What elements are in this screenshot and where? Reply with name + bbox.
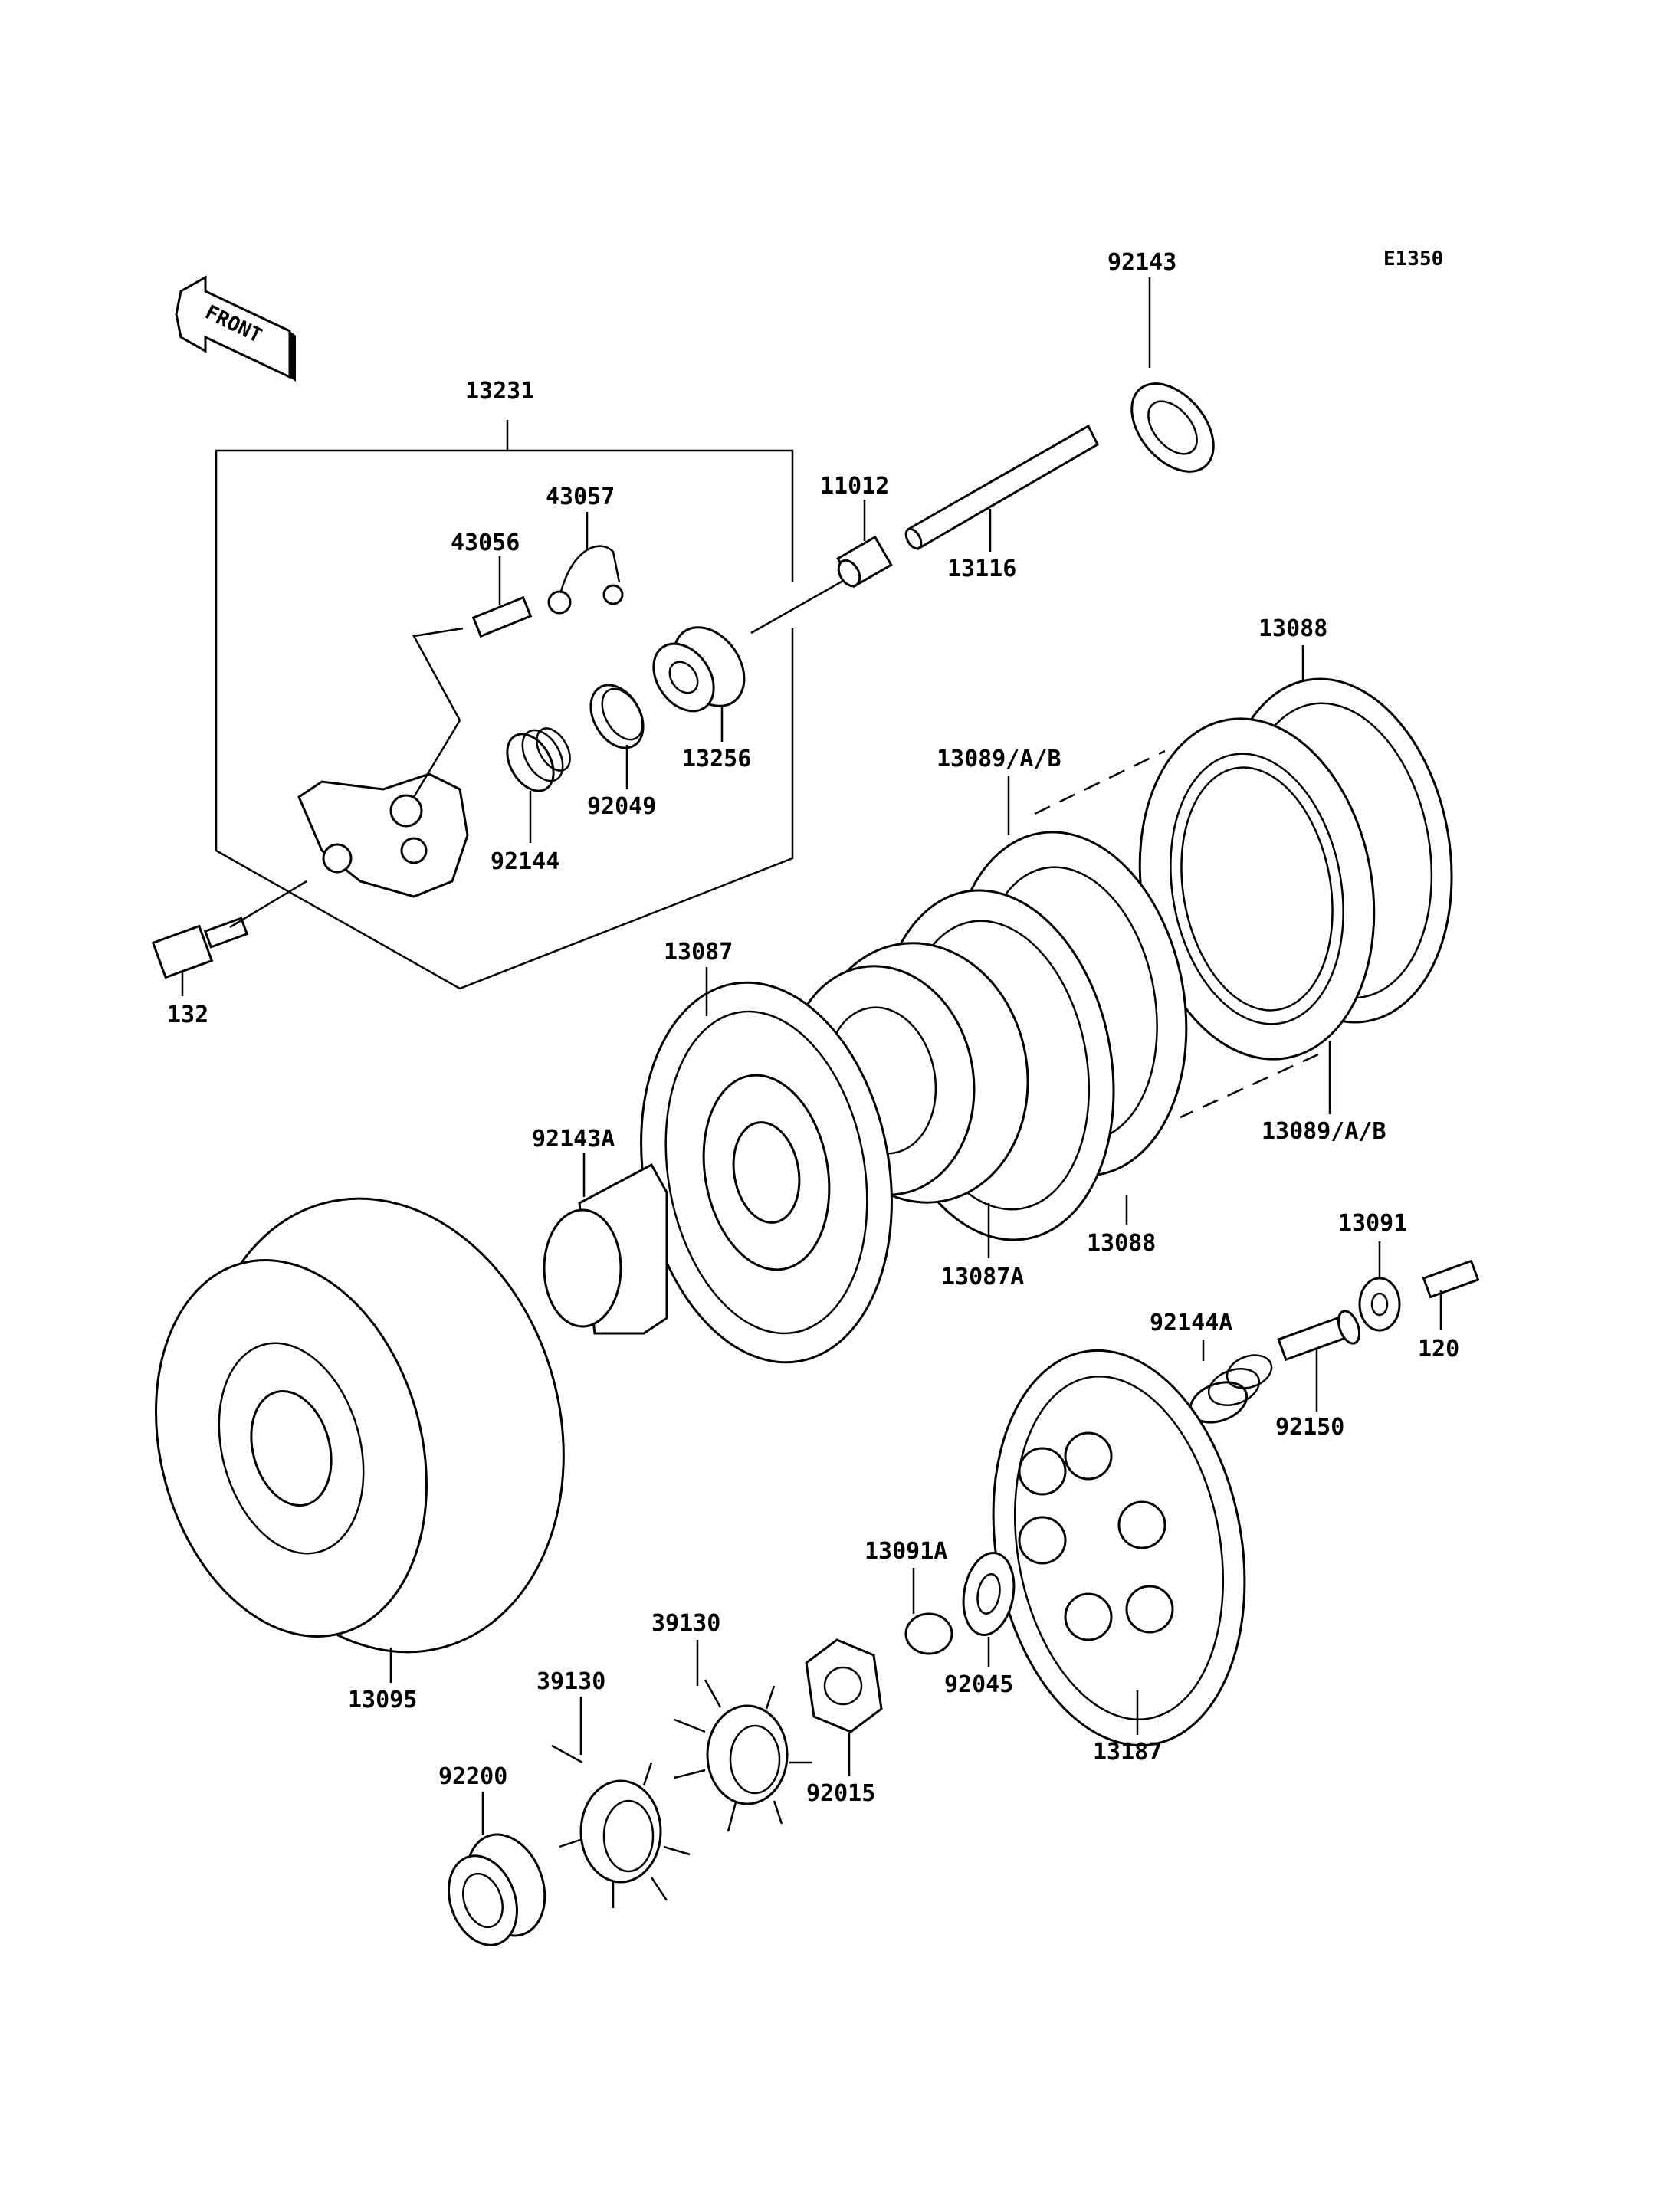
callout-92143A: 92143A [532,1126,615,1153]
callout-13089-bottom: 13089/A/B [1262,1118,1386,1145]
callout-13231: 13231 [465,378,534,405]
callout-13116: 13116 [947,556,1016,582]
callout-13256: 13256 [682,746,751,772]
part-13091-collar [1358,1241,1401,1332]
part-92143-seal [1130,277,1215,473]
callout-132: 132 [167,1002,208,1028]
part-13256-bearing [652,626,746,742]
callout-92144: 92144 [491,848,559,875]
callout-92200: 92200 [438,1763,507,1790]
part-92144A-spring [1189,1340,1273,1424]
callout-labels: 92143 13231 43057 43056 11012 13116 1325… [167,249,1459,1807]
part-clutch-slave-cylinder [297,627,469,898]
callout-13089-top: 13089/A/B [937,746,1061,772]
part-92015-nut [805,1638,883,1776]
callout-39130-right: 39130 [651,1610,720,1637]
callout-13088-top: 13088 [1258,615,1327,642]
callout-92144A: 92144A [1150,1310,1232,1336]
part-43056-bleeder [471,556,533,638]
assembly-13231-bracket [215,420,794,990]
part-13091A-plug [904,1568,953,1655]
front-arrow-icon: FRONT [175,275,296,382]
callout-13095: 13095 [348,1687,417,1713]
part-11012-bushing [836,500,893,589]
callout-13088-bottom: 13088 [1087,1230,1156,1257]
part-92150-bolt [1277,1310,1361,1412]
callout-43057: 43057 [546,484,615,510]
callout-92150: 92150 [1275,1414,1344,1441]
part-92144-spring [506,727,571,843]
callout-13087A: 13087A [941,1264,1024,1290]
part-92200-bearing [448,1792,546,1946]
part-13087-pressure-plate [640,967,893,1364]
part-39130-lockwasher-left [551,1697,691,1908]
part-13089-steel-plate [1138,717,1376,1119]
part-120-bolt [1422,1259,1480,1330]
part-92045-bearing [962,1552,1016,1667]
callout-43056: 43056 [451,530,520,556]
callout-13091A: 13091A [865,1538,947,1565]
part-92049-ring [589,684,645,789]
callout-13091: 13091 [1338,1210,1407,1237]
callout-92143: 92143 [1107,249,1176,276]
callout-92045: 92045 [944,1671,1013,1698]
callout-120: 120 [1418,1336,1459,1362]
part-13187-release-hub [992,1349,1246,1747]
callout-92049: 92049 [587,793,656,820]
part-39130-lockwasher-right [674,1640,812,1832]
part-92143A-collar [543,1153,668,1335]
part-132-bolt [151,880,307,996]
callout-39130-left: 39130 [536,1668,605,1695]
callout-13087: 13087 [664,939,733,966]
callout-13187: 13187 [1093,1739,1162,1766]
diagram-code: E1350 [1383,248,1443,271]
callout-92015: 92015 [806,1780,875,1807]
callout-11012: 11012 [820,473,889,500]
part-13116-rod [904,424,1099,552]
part-43057-clip [547,512,624,615]
part-13095-clutch-housing [155,1197,565,1683]
